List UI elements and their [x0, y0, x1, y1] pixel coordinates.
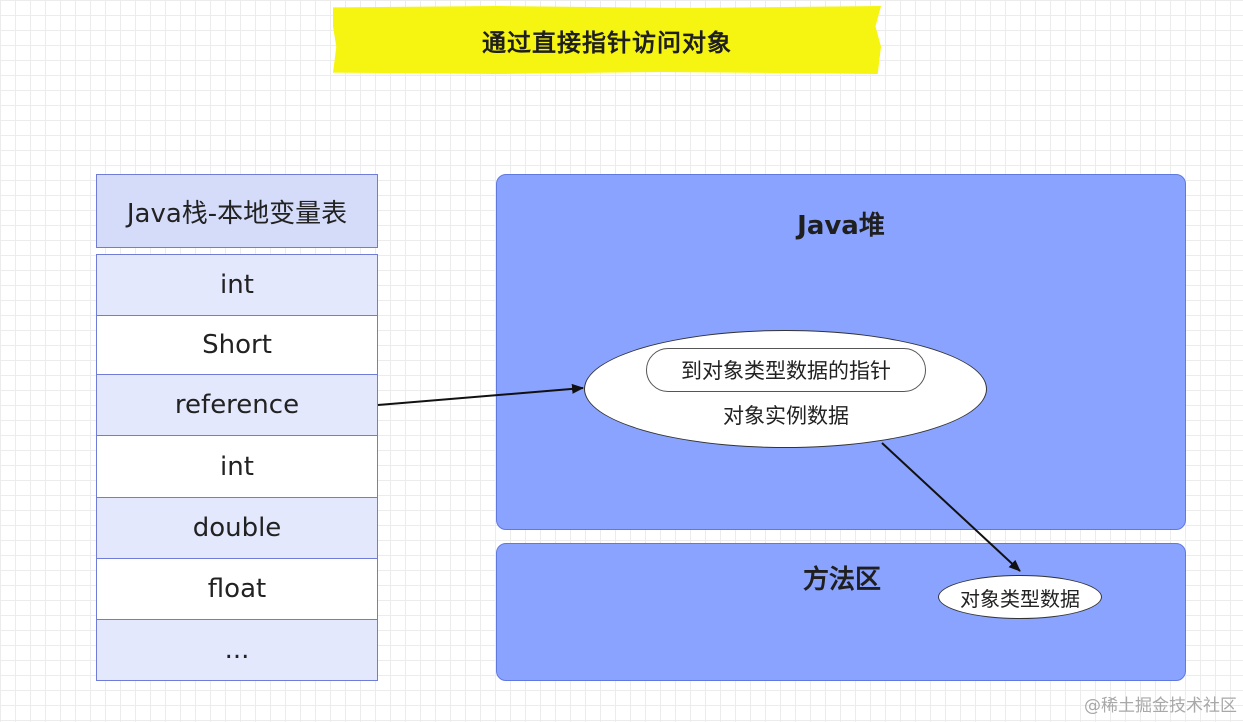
- stack-row-label: double: [192, 512, 282, 543]
- stack-row-int: int: [97, 255, 377, 315]
- pointer-to-type-data-arrow: [881, 442, 1021, 572]
- title-banner: 通过直接指针访问对象: [333, 6, 881, 74]
- type-pointer-label: 到对象类型数据的指针: [681, 359, 891, 383]
- type-data-label: 对象类型数据: [960, 586, 1080, 611]
- type-data-ellipse: 对象类型数据: [938, 575, 1102, 619]
- stack-row-reference: reference: [97, 374, 377, 436]
- stack-row-int-2: int: [97, 435, 377, 497]
- stack-row-short: Short: [97, 314, 377, 375]
- reference-to-object-arrow: [377, 383, 584, 406]
- type-pointer-pill: 到对象类型数据的指针: [646, 348, 926, 392]
- diagram-title: 通过直接指针访问对象: [482, 28, 732, 57]
- stack-header-label: Java栈-本地变量表: [126, 198, 348, 229]
- stack-row-label: reference: [174, 390, 300, 421]
- local-variable-table: int Short reference int double float ...: [96, 254, 378, 681]
- stack-row-label: int: [220, 269, 254, 300]
- stack-header: Java栈-本地变量表: [96, 174, 378, 248]
- stack-row-label: ...: [224, 635, 250, 666]
- method-area-label: 方法区: [802, 565, 881, 595]
- java-heap-label: Java堆: [797, 211, 885, 241]
- stack-row-label: Short: [202, 330, 272, 361]
- stack-row-label: float: [207, 573, 267, 604]
- stack-row-float: float: [97, 557, 377, 620]
- stack-row-double: double: [97, 496, 377, 558]
- watermark: @稀土掘金技术社区: [1084, 696, 1237, 716]
- stack-row-label: int: [220, 451, 254, 482]
- stack-row-ellipsis: ...: [97, 619, 377, 680]
- instance-data-label: 对象实例数据: [723, 404, 849, 428]
